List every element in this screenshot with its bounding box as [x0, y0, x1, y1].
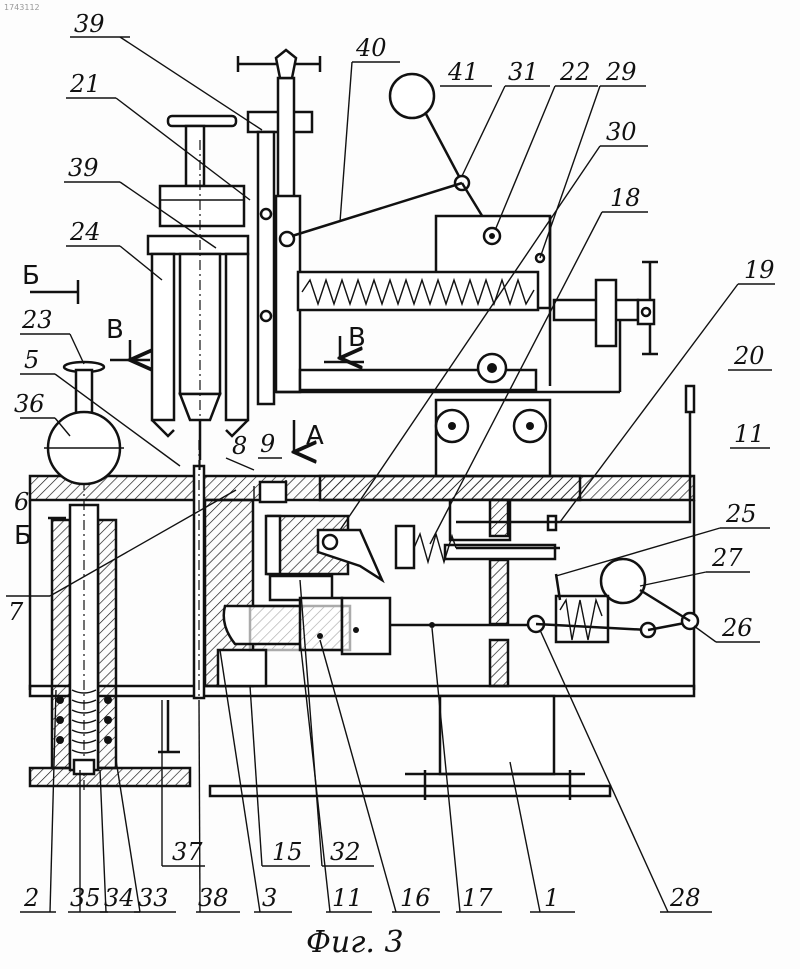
- label-22: 22: [559, 58, 591, 86]
- label-35: 35: [70, 884, 101, 912]
- label-36: 36: [14, 390, 45, 418]
- section-v-right: В: [348, 323, 366, 353]
- label-15: 15: [272, 838, 303, 866]
- label-39-mid: 39: [68, 154, 99, 182]
- section-b-top: Б: [22, 261, 40, 291]
- label-38: 38: [198, 884, 229, 912]
- label-27: 27: [711, 544, 743, 572]
- section-a: А: [306, 421, 324, 451]
- label-8: 8: [232, 432, 247, 460]
- label-31: 31: [508, 58, 539, 86]
- section-v-left: В: [106, 315, 124, 345]
- label-20: 20: [733, 342, 765, 370]
- syringe-holder: [148, 116, 248, 470]
- label-25: 25: [725, 500, 757, 528]
- upper-block: [298, 216, 658, 392]
- label-2: 2: [23, 884, 39, 912]
- label-37: 37: [172, 838, 203, 866]
- label-1: 1: [544, 884, 559, 912]
- label-19: 19: [744, 256, 775, 284]
- label-26: 26: [721, 614, 753, 642]
- label-18: 18: [610, 184, 641, 212]
- label-28: 28: [669, 884, 701, 912]
- label-16: 16: [400, 884, 431, 912]
- label-5: 5: [24, 346, 39, 374]
- label-24: 24: [69, 218, 101, 246]
- label-3: 3: [262, 884, 277, 912]
- section-b-bottom: Б: [14, 521, 32, 551]
- label-7: 7: [8, 598, 24, 626]
- right-linkage: [528, 559, 698, 642]
- label-11-right: 11: [734, 420, 765, 448]
- label-17: 17: [462, 884, 493, 912]
- label-21: 21: [69, 70, 101, 98]
- figure-caption: Фиг. 3: [306, 925, 404, 960]
- label-29: 29: [605, 58, 637, 86]
- lever: [292, 74, 492, 236]
- label-41: 41: [447, 58, 479, 86]
- flask: [44, 362, 124, 484]
- label-39-top: 39: [74, 10, 105, 38]
- label-33: 33: [138, 884, 169, 912]
- label-34: 34: [104, 884, 135, 912]
- label-32: 32: [330, 838, 361, 866]
- label-6: 6: [14, 488, 29, 516]
- label-9: 9: [260, 430, 275, 458]
- label-40: 40: [355, 34, 387, 62]
- corner-mark: 1743112: [4, 3, 40, 12]
- label-30: 30: [606, 118, 637, 146]
- label-23: 23: [21, 306, 53, 334]
- label-11-bottom: 11: [332, 884, 363, 912]
